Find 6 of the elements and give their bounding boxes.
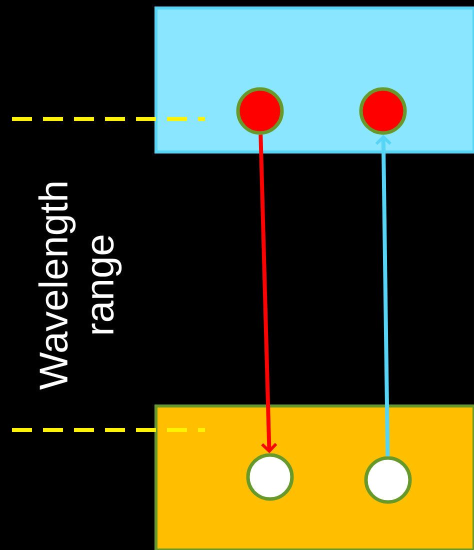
arrow (258, 134, 278, 454)
circle (364, 456, 412, 504)
arrow (375, 134, 392, 456)
band-box (154, 404, 474, 550)
band-box (154, 6, 474, 154)
axis-label: Wavelength range (38, 182, 122, 390)
